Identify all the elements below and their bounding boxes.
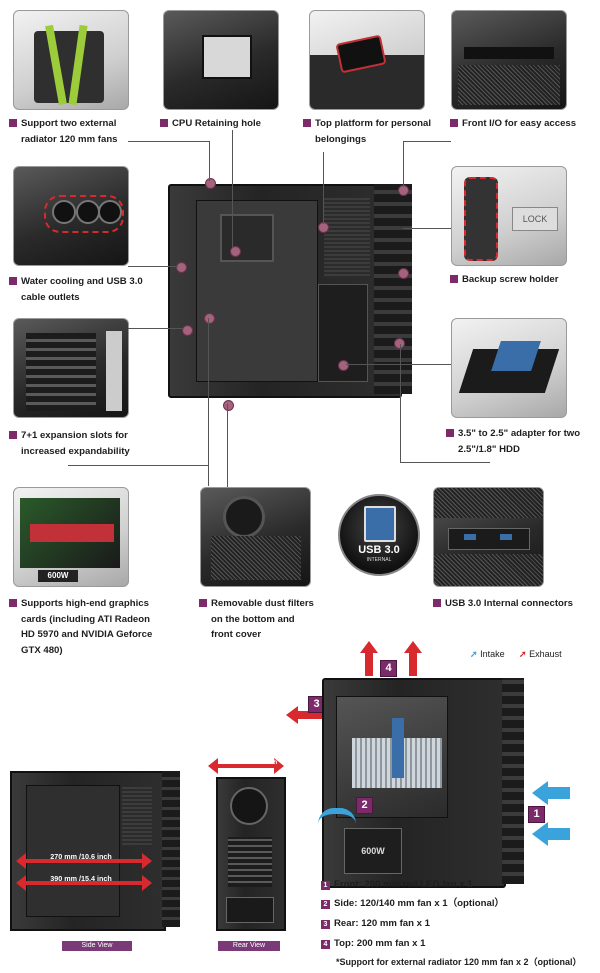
front-io-label: Front I/O for easy access xyxy=(450,116,576,132)
hdd-adapter-photo xyxy=(451,318,567,418)
usb-internal-label: USB 3.0 Internal connectors xyxy=(433,596,573,612)
water-cooling-photo xyxy=(13,166,129,266)
cpu-hole-label: CPU Retaining hole xyxy=(160,116,261,132)
backup-screw-label: Backup screw holder xyxy=(450,272,559,288)
top-exhaust-arrow-right xyxy=(409,652,417,676)
case-main-photo xyxy=(168,180,413,406)
expansion-slots-photo xyxy=(13,318,129,418)
width-dimension: 175 mm / 6.9 inch xyxy=(222,759,278,766)
rear-view-caption: Rear View xyxy=(218,941,280,951)
front-intake-arrow-bottom xyxy=(548,828,570,840)
intake-legend: ➚ Intake xyxy=(470,649,505,659)
radiator-note: *Support for external radiator 120 mm fa… xyxy=(336,957,582,967)
usb3-internal-icon: USB 3.0 INTERNAL xyxy=(338,494,420,576)
top-exhaust-arrow-left xyxy=(365,652,373,676)
top-platform-photo xyxy=(309,10,425,110)
rear-exhaust-arrow xyxy=(298,711,324,719)
front-intake-arrow-top xyxy=(548,787,570,799)
cpu-hole-photo xyxy=(163,10,279,110)
usb-internal-photo xyxy=(433,487,544,587)
top-platform-label: Top platform for personal belongings xyxy=(303,116,431,147)
airflow-psu-text: 600W xyxy=(344,828,402,874)
exhaust-arrow-icon: ➚ xyxy=(519,649,527,659)
backup-screw-photo: LOCK xyxy=(451,166,567,266)
depth2-dimension: 390 mm /15.4 inch xyxy=(50,874,112,883)
fan-2-marker: 2 xyxy=(356,797,373,814)
airflow-case-photo: 600W xyxy=(322,678,524,888)
radiator-fans-label: Support two external radiator 120 mm fan… xyxy=(9,116,118,147)
front-io-photo xyxy=(451,10,567,110)
expansion-label: 7+1 expansion slots for increased expand… xyxy=(9,428,130,459)
usb3-text: USB 3.0 xyxy=(358,544,400,556)
dust-filter-photo xyxy=(200,487,311,587)
water-cooling-label: Water cooling and USB 3.0 cable outlets xyxy=(9,274,143,305)
exhaust-legend: ➚ Exhaust xyxy=(519,649,562,659)
depth1-dimension: 270 mm /10.6 inch xyxy=(50,852,112,861)
lock-text: LOCK xyxy=(512,207,558,231)
usb3-sub-text: INTERNAL xyxy=(366,557,392,563)
dust-filter-label: Removable dust filters on the bottom and… xyxy=(199,596,314,643)
fan-1-marker: 1 xyxy=(528,806,545,823)
side-view-photo xyxy=(10,767,180,931)
rear-view-photo xyxy=(216,777,286,931)
side-intake-arrow xyxy=(318,808,356,824)
width-arrow xyxy=(217,764,277,768)
intake-arrow-icon: ➚ xyxy=(470,649,478,659)
side-view-caption: Side View xyxy=(62,941,132,951)
fan-4-marker: 4 xyxy=(380,660,397,677)
graphics-psu-text: 600W xyxy=(38,570,78,582)
graphics-label: Supports high-end graphics cards (includ… xyxy=(9,596,152,658)
hdd-adapter-label: 3.5" to 2.5" adapter for two 2.5"/1.8" H… xyxy=(446,426,580,457)
graphics-card-photo: 600W xyxy=(13,487,129,587)
radiator-fans-photo xyxy=(13,10,129,110)
